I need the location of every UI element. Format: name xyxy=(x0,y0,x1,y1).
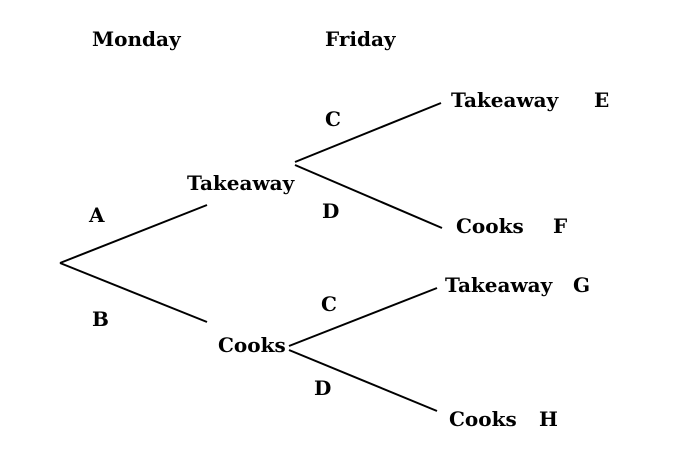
branch-label-c-lower: C xyxy=(321,292,337,316)
outcome-label-f: F xyxy=(553,214,567,238)
node-friday-cooks-upper: Cooks xyxy=(456,214,524,238)
branch-label-d-lower: D xyxy=(314,376,331,400)
node-monday-takeaway: Takeaway xyxy=(187,171,296,195)
header-monday: Monday xyxy=(92,27,182,51)
edge-takeaway-to-cooks xyxy=(294,164,443,229)
node-friday-cooks-lower: Cooks xyxy=(449,407,517,431)
node-monday-cooks: Cooks xyxy=(218,333,286,357)
outcome-label-g: G xyxy=(573,273,590,297)
edge-root-to-cooks xyxy=(59,262,208,323)
node-friday-takeaway-upper: Takeaway xyxy=(451,88,560,112)
branch-label-d-upper: D xyxy=(322,199,339,223)
branch-label-b: B xyxy=(92,307,109,331)
outcome-label-h: H xyxy=(539,407,558,431)
edge-root-to-takeaway xyxy=(59,204,208,264)
header-friday: Friday xyxy=(325,27,397,51)
edge-cooks-to-takeaway xyxy=(288,287,438,347)
node-friday-takeaway-lower: Takeaway xyxy=(445,273,554,297)
edge-takeaway-to-takeaway xyxy=(294,102,442,163)
branch-label-c-upper: C xyxy=(325,107,341,131)
edge-cooks-to-cooks xyxy=(288,349,438,412)
outcome-label-e: E xyxy=(594,88,609,112)
branch-label-a: A xyxy=(88,203,105,227)
